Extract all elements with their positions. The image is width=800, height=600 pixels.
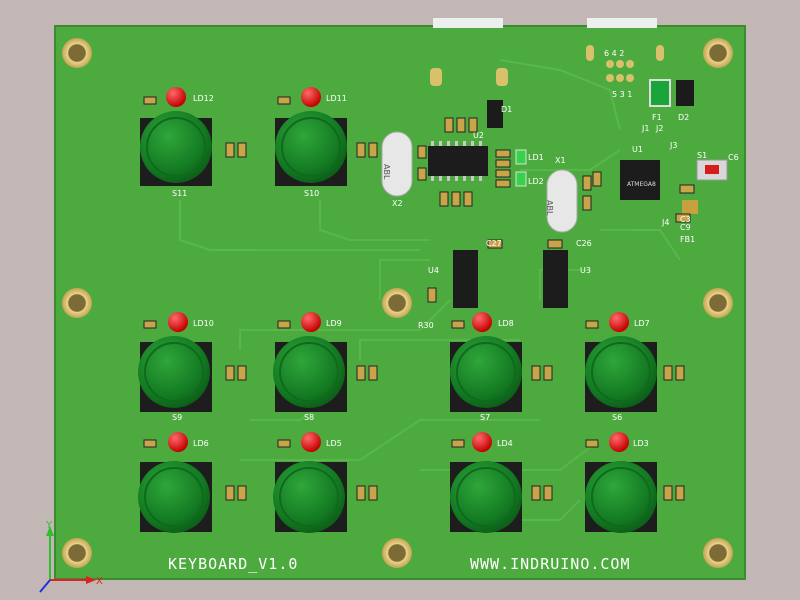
diode-d2 bbox=[676, 80, 694, 106]
key-s5: LD6 bbox=[138, 432, 212, 533]
svg-text:S8: S8 bbox=[304, 413, 314, 422]
key-s9: LD10 S9 bbox=[138, 312, 214, 422]
led-ld10 bbox=[168, 312, 188, 332]
ic-u2: U2 bbox=[428, 131, 488, 181]
mounting-hole bbox=[703, 288, 733, 318]
connector-top-left bbox=[433, 18, 503, 28]
svg-text:S1: S1 bbox=[697, 151, 707, 160]
mounting-hole bbox=[62, 538, 92, 568]
svg-text:C3: C3 bbox=[680, 215, 691, 224]
svg-text:LD5: LD5 bbox=[326, 439, 342, 448]
svg-text:J1: J1 bbox=[641, 124, 649, 133]
svg-text:LD1: LD1 bbox=[528, 153, 544, 162]
svg-text:LD9: LD9 bbox=[326, 319, 342, 328]
svg-text:C27: C27 bbox=[486, 239, 502, 248]
axis-x-label: X bbox=[96, 576, 103, 587]
svg-text:C9: C9 bbox=[680, 223, 691, 232]
mounting-hole bbox=[703, 538, 733, 568]
svg-text:LD8: LD8 bbox=[498, 319, 514, 328]
svg-text:FB1: FB1 bbox=[680, 235, 695, 244]
u1-label: U1 bbox=[632, 145, 643, 154]
svg-text:LD7: LD7 bbox=[634, 319, 650, 328]
traces bbox=[179, 59, 681, 521]
led-ld8 bbox=[472, 312, 492, 332]
ic-u4: U4 bbox=[428, 250, 478, 308]
key-s2: LD3 bbox=[585, 432, 657, 533]
key-s11: LD12 S11 bbox=[140, 87, 214, 198]
cap-c3 bbox=[682, 200, 698, 214]
u2-label: U2 bbox=[473, 131, 484, 140]
svg-text:J2: J2 bbox=[655, 124, 663, 133]
svg-text:LD11: LD11 bbox=[326, 94, 347, 103]
key-s6: LD7 S6 bbox=[585, 312, 657, 422]
key-s3: LD4 bbox=[450, 432, 522, 533]
svg-text:LD2: LD2 bbox=[528, 177, 544, 186]
svg-text:LD6: LD6 bbox=[193, 439, 209, 448]
key-s8: LD9 S8 bbox=[273, 312, 347, 422]
board-website: WWW.INDRUINO.COM bbox=[470, 555, 631, 573]
svg-text:LD10: LD10 bbox=[193, 319, 214, 328]
component-labels: F1 D2 D1 J1 J2 J3 J4 S1 C6 C9 C3 FB1 C26… bbox=[418, 105, 739, 330]
svg-text:D1: D1 bbox=[501, 105, 512, 114]
svg-text:R30: R30 bbox=[418, 321, 434, 330]
led-ld1 bbox=[515, 149, 527, 165]
led-ld5 bbox=[301, 432, 321, 452]
key-s4: LD5 bbox=[273, 432, 347, 533]
x2-text: ABL bbox=[382, 164, 391, 180]
led-ld11 bbox=[301, 87, 321, 107]
svg-text:F1: F1 bbox=[652, 113, 662, 122]
key-s10: LD11 S10 bbox=[275, 87, 347, 198]
svg-text:S11: S11 bbox=[172, 189, 187, 198]
ic-u3: U3 bbox=[543, 250, 591, 308]
pin-header: 6 4 2 5 3 1 bbox=[604, 49, 634, 99]
led-ld4 bbox=[472, 432, 492, 452]
svg-text:LD12: LD12 bbox=[193, 94, 214, 103]
led-ld12 bbox=[166, 87, 186, 107]
led-ld6 bbox=[168, 432, 188, 452]
x1-label: X1 bbox=[555, 156, 566, 165]
mounting-hole bbox=[382, 538, 412, 568]
led-ld2 bbox=[515, 171, 527, 187]
mounting-hole bbox=[62, 288, 92, 318]
diode-d1 bbox=[487, 100, 503, 128]
smd-passives bbox=[417, 117, 695, 303]
header-bottom-row-label: 5 3 1 bbox=[612, 90, 632, 99]
mcu-label: ATMEGA8 bbox=[627, 181, 656, 188]
svg-text:S7: S7 bbox=[480, 413, 490, 422]
mounting-holes bbox=[62, 38, 733, 568]
svg-text:J3: J3 bbox=[669, 141, 677, 150]
x2-label: X2 bbox=[392, 199, 403, 208]
svg-text:S10: S10 bbox=[304, 189, 319, 198]
svg-text:LD4: LD4 bbox=[497, 439, 513, 448]
crystal-x2: ABL X2 bbox=[381, 131, 413, 208]
key-side-passives bbox=[143, 96, 685, 501]
svg-text:S6: S6 bbox=[612, 413, 622, 422]
mounting-hole bbox=[382, 288, 412, 318]
connector-top-right bbox=[587, 18, 657, 28]
fuse-f1 bbox=[649, 79, 671, 107]
led-ld7 bbox=[609, 312, 629, 332]
svg-text:C26: C26 bbox=[576, 239, 592, 248]
ic-mcu-u1: ATMEGA8 U1 bbox=[620, 145, 660, 200]
axis-y-label: Y bbox=[45, 520, 53, 531]
board-title: KEYBOARD_V1.0 bbox=[168, 555, 298, 573]
svg-text:LD3: LD3 bbox=[633, 439, 649, 448]
u4-label: U4 bbox=[428, 266, 439, 275]
mounting-hole bbox=[62, 38, 92, 68]
u3-label: U3 bbox=[580, 266, 591, 275]
svg-text:J4: J4 bbox=[661, 218, 669, 227]
led-ld3 bbox=[609, 432, 629, 452]
crystal-x1: ABL X1 bbox=[545, 156, 578, 233]
key-s7: LD8 S7 bbox=[450, 312, 522, 422]
mounting-hole bbox=[703, 38, 733, 68]
led-ld9 bbox=[301, 312, 321, 332]
svg-text:C6: C6 bbox=[728, 153, 739, 162]
header-top-row-label: 6 4 2 bbox=[604, 49, 624, 58]
x1-text: ABL bbox=[545, 200, 554, 216]
svg-text:D2: D2 bbox=[678, 113, 689, 122]
svg-text:S9: S9 bbox=[172, 413, 182, 422]
axis-gizmo: Y X bbox=[39, 520, 103, 593]
